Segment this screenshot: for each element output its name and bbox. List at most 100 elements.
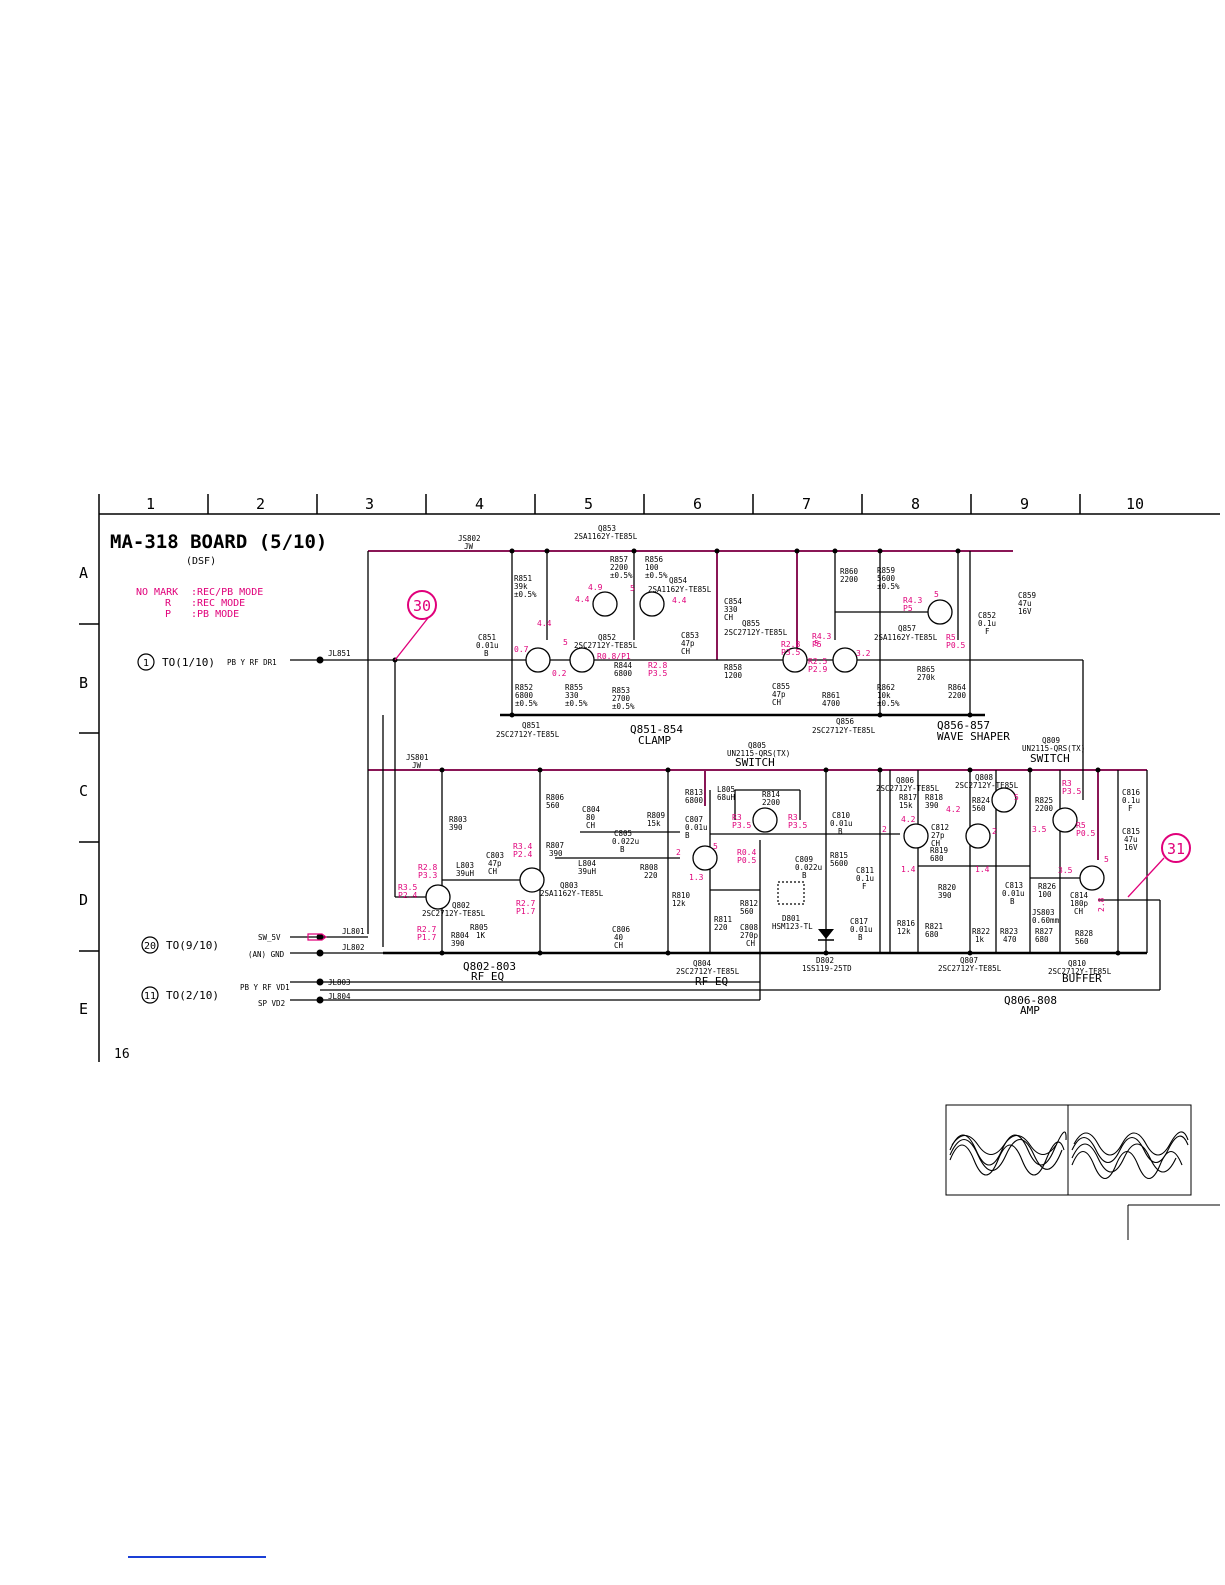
svg-text:2200: 2200 — [762, 798, 781, 807]
svg-text:Q808: Q808 — [975, 773, 994, 782]
svg-text:P2.4: P2.4 — [398, 891, 417, 900]
row-label: A — [79, 564, 88, 582]
svg-text:R822: R822 — [972, 927, 990, 936]
svg-text:R853: R853 — [612, 686, 630, 695]
svg-text:±0.5%: ±0.5% — [645, 571, 668, 580]
col-label: 2 — [256, 495, 265, 513]
svg-text:R0.8/P1: R0.8/P1 — [597, 652, 631, 661]
svg-text:P3.5: P3.5 — [781, 648, 800, 657]
connector-jumper: JL803 — [328, 978, 351, 987]
svg-text:CH: CH — [772, 698, 782, 707]
svg-text:±0.5%: ±0.5% — [610, 571, 633, 580]
svg-text:6800: 6800 — [685, 796, 704, 805]
svg-text:R809: R809 — [647, 811, 665, 820]
diode-labels: D801 HSM123-TL D802 1SS119-25TD — [772, 881, 852, 973]
svg-text:0.022u: 0.022u — [795, 863, 822, 872]
svg-text:R2.7: R2.7 — [516, 899, 535, 908]
svg-text:Q853: Q853 — [598, 524, 616, 533]
svg-text:560: 560 — [740, 907, 754, 916]
stage-ref: Q804 — [693, 959, 712, 968]
svg-text:P3.3: P3.3 — [418, 871, 437, 880]
svg-text:R3.4: R3.4 — [513, 842, 532, 851]
svg-text:B: B — [838, 827, 843, 836]
svg-text:R810: R810 — [672, 891, 691, 900]
legend-key: R — [165, 598, 172, 609]
svg-text:3.2: 3.2 — [856, 649, 871, 658]
connector-jumper: JL804 — [328, 992, 351, 1001]
svg-text:R821: R821 — [925, 922, 943, 931]
svg-text:C807: C807 — [685, 815, 703, 824]
svg-text:390: 390 — [549, 849, 563, 858]
row-label: B — [79, 674, 88, 692]
svg-text:2200: 2200 — [840, 575, 859, 584]
svg-text:2SA1162Y-TE85L: 2SA1162Y-TE85L — [648, 585, 712, 594]
svg-text:C855: C855 — [772, 682, 790, 691]
svg-text:R820: R820 — [938, 883, 957, 892]
col-label: 8 — [911, 495, 920, 513]
bottom-link-underline — [128, 1556, 266, 1558]
stage-part: 2SC2712Y-TE85L — [1048, 967, 1112, 976]
svg-text:R2.5: R2.5 — [808, 657, 827, 666]
svg-text:560: 560 — [546, 801, 560, 810]
svg-text:2SA1162Y-TE85L: 2SA1162Y-TE85L — [874, 633, 938, 642]
stage-part: 2SC2712Y-TE85L — [676, 967, 740, 976]
column-labels: 1 2 3 4 5 6 7 8 9 10 — [146, 495, 1144, 513]
col-label: 7 — [802, 495, 811, 513]
svg-text:Q854: Q854 — [669, 576, 688, 585]
svg-text:F: F — [862, 882, 867, 891]
svg-text:1.3: 1.3 — [689, 873, 704, 882]
svg-text:5: 5 — [1104, 855, 1109, 864]
svg-text:R5: R5 — [946, 633, 956, 642]
svg-text:2200: 2200 — [610, 563, 629, 572]
transistor-symbols — [425, 591, 1105, 910]
svg-text:C814: C814 — [1070, 891, 1089, 900]
svg-text:C811: C811 — [856, 866, 874, 875]
svg-text:R3.5: R3.5 — [398, 883, 417, 892]
svg-text:±0.5%: ±0.5% — [515, 699, 538, 708]
jumper-ref: JS803 — [1032, 908, 1055, 917]
svg-text:R4.3: R4.3 — [903, 596, 922, 605]
svg-text:0.01u: 0.01u — [850, 925, 873, 934]
svg-text:P5: P5 — [903, 604, 913, 613]
svg-text:2200: 2200 — [948, 691, 967, 700]
svg-text:B: B — [620, 845, 625, 854]
svg-text:0.1u: 0.1u — [1122, 796, 1140, 805]
svg-text:CH: CH — [1074, 907, 1084, 916]
junction-dots — [316, 548, 1121, 1004]
svg-text:HSM123-TL: HSM123-TL — [772, 922, 813, 931]
legend-text: :REC/PB MODE — [191, 587, 263, 598]
svg-text:R3: R3 — [732, 813, 742, 822]
svg-text:39k: 39k — [514, 582, 528, 591]
row-label: C — [79, 782, 88, 800]
supply-bus — [368, 550, 1147, 860]
svg-text:16V: 16V — [1124, 843, 1138, 852]
svg-text:330: 330 — [565, 691, 579, 700]
svg-text:R817: R817 — [899, 793, 917, 802]
svg-text:1.4: 1.4 — [975, 865, 990, 874]
svg-text:47u: 47u — [1018, 599, 1032, 608]
svg-text:470: 470 — [1003, 935, 1017, 944]
mode-legend: NO MARK :REC/PB MODE R :REC MODE P :PB M… — [136, 587, 263, 620]
svg-text:2SC2712Y-TE85L: 2SC2712Y-TE85L — [574, 641, 638, 650]
connector-jumper: JL801 — [342, 927, 365, 936]
svg-text:27p: 27p — [931, 831, 945, 840]
svg-text:390: 390 — [938, 891, 952, 900]
svg-text:5: 5 — [563, 638, 568, 647]
svg-text:2SC2712Y-TE85L: 2SC2712Y-TE85L — [422, 909, 486, 918]
stage-ref: Q809 — [1042, 736, 1060, 745]
svg-text:Q803: Q803 — [560, 881, 578, 890]
svg-text:2SC2712Y-TE85L: 2SC2712Y-TE85L — [876, 784, 940, 793]
stage-part: UN2115-QRS(TX) — [727, 749, 790, 758]
svg-text:C817: C817 — [850, 917, 868, 926]
row-label: E — [79, 1000, 88, 1018]
svg-text:±0.5%: ±0.5% — [565, 699, 588, 708]
connector-signal: PB Y RF VD1 — [240, 983, 290, 992]
svg-text:47p: 47p — [681, 639, 695, 648]
connector-jumper: JL802 — [342, 943, 365, 952]
svg-text:0.01u: 0.01u — [476, 641, 499, 650]
svg-text:CH: CH — [614, 941, 624, 950]
svg-text:Q852: Q852 — [598, 633, 616, 642]
svg-text:3.5: 3.5 — [1032, 825, 1047, 834]
svg-text:Q855: Q855 — [742, 619, 760, 628]
